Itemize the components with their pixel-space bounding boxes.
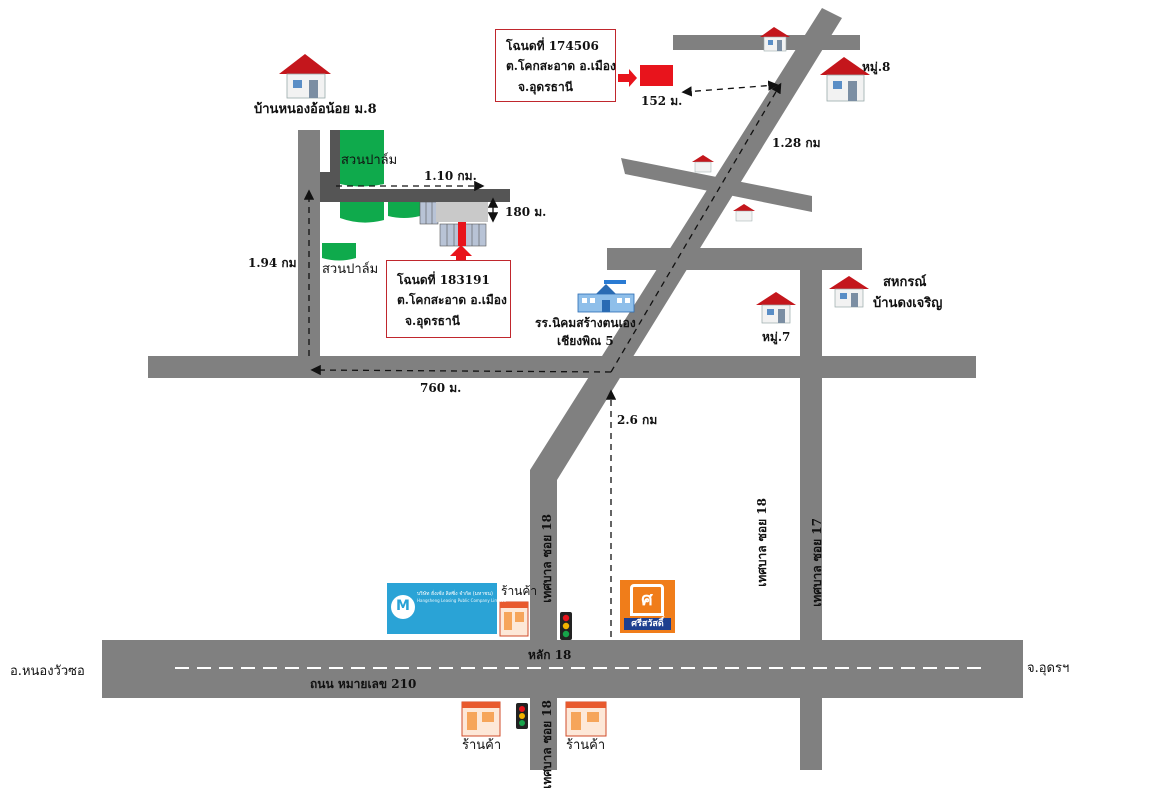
distance-180-m: 180 ม. [505, 205, 547, 219]
west-plot-info: โฉนดที่ 183191 ต.โคกสะอาด อ.เมือง จ.อุดร… [386, 260, 511, 338]
to-udon-label: จ.อุดรฯ [1027, 661, 1070, 676]
to-nong-wua-so-label: อ.หนองวัวซอ [10, 664, 85, 679]
house-icon [756, 292, 796, 324]
north-plot-location: ต.โคกสะอาด อ.เมือง [506, 59, 616, 74]
srisawad-logo-name: ศรีสวัสดิ์ [624, 618, 671, 630]
traffic-light-icon [516, 703, 528, 729]
school-icon [577, 280, 635, 313]
house-icon [733, 204, 755, 222]
company-logo-thai: บริษัท ฮั่งเซ้ง ลิสซิ่ง จำกัด (มหาชน) [417, 591, 493, 597]
house-icon [760, 27, 790, 52]
palm-side-road [330, 130, 340, 192]
house-icon [692, 155, 714, 173]
north-plot-deed: โฉนดที่ 174506 [506, 39, 599, 53]
soi18-west-lower-label: เทศบาล ซอย 18 [540, 700, 554, 789]
school-label-line2: เชียงพิณ 5 [557, 334, 614, 348]
company-logo-mark [391, 595, 415, 619]
roads [102, 8, 1023, 770]
north-plot-info: โฉนดที่ 174506 ต.โคกสะอาด อ.เมือง จ.อุดร… [495, 29, 616, 102]
west-branch-road [320, 189, 510, 202]
north-plot-province: จ.อุดรธานี [518, 79, 573, 94]
srisawad-logo: ศ ศรีสวัสดิ์ [620, 580, 675, 633]
west-plot-arrow [450, 245, 472, 262]
soi17-road [800, 270, 822, 770]
palm-garden-label: สวนปาล์ม [341, 153, 398, 168]
west-plot-location: ต.โคกสะอาด อ.เมือง [397, 293, 507, 308]
house-icon [829, 276, 869, 308]
palm-plantations [322, 130, 420, 261]
west-plot-province: จ.อุดรธานี [405, 313, 460, 328]
km18-label: หลัก 18 [528, 648, 572, 662]
distance-760-m: 760 ม. [420, 381, 462, 395]
soi17-label: เทศบาล ซอย 17 [810, 518, 824, 607]
shop-icon [499, 601, 529, 637]
west-plot-deed: โฉนดที่ 183191 [397, 273, 490, 287]
village-nong-o-noi-label: บ้านหนองอ้อน้อย ม.8 [254, 102, 377, 117]
srisawad-logo-mark: ศ [630, 584, 664, 616]
distance-2-6-km: 2.6 กม [617, 413, 658, 427]
company-logo-english: Hangsheng Leasing Public Company Limited [417, 598, 506, 603]
cooperative-label: สหกรณ์ [883, 275, 927, 290]
palm-garden-label: สวนปาล์ม [322, 262, 379, 277]
shop-label: ร้านค้า [462, 738, 502, 753]
main-diagonal-road [530, 8, 842, 770]
distance-152-m: 152 ม. [641, 94, 683, 108]
village-dong-charoen-label: บ้านดงเจริญ [873, 296, 943, 311]
shop-icon [461, 701, 501, 737]
house-icon [820, 57, 870, 102]
traffic-light-icon [560, 612, 572, 640]
school-label: รร.นิคมสร้างตนเอง [535, 316, 636, 330]
soi18-mid-label: เทศบาล ซอย 18 [755, 498, 769, 587]
shop-icon [565, 701, 607, 737]
highway-label: ถนน หมายเลข 210 [310, 677, 417, 691]
soi18-west-label: เทศบาล ซอย 18 [540, 514, 554, 603]
distance-1-10-km: 1.10 กม. [424, 169, 477, 183]
moo7-label: หมู่.7 [762, 330, 791, 344]
shop-label: ร้านค้า [566, 738, 606, 753]
north-plot-arrow [618, 69, 637, 87]
company-logo: บริษัท ฮั่งเซ้ง ลิสซิ่ง จำกัด (มหาชน) Ha… [387, 583, 506, 634]
west-plot-buildings [419, 201, 488, 247]
upper-cross-road [607, 248, 862, 270]
distance-1-94-km: 1.94 กม [248, 256, 297, 270]
shop-label: ร้านค้า [501, 584, 538, 598]
house-icon [279, 54, 331, 99]
moo8-label: หมู่.8 [862, 60, 891, 74]
distance-1-28-km: 1.28 กม [772, 136, 821, 150]
north-plot [640, 65, 673, 86]
main-cross-road [148, 356, 976, 378]
route-lines [303, 80, 782, 637]
